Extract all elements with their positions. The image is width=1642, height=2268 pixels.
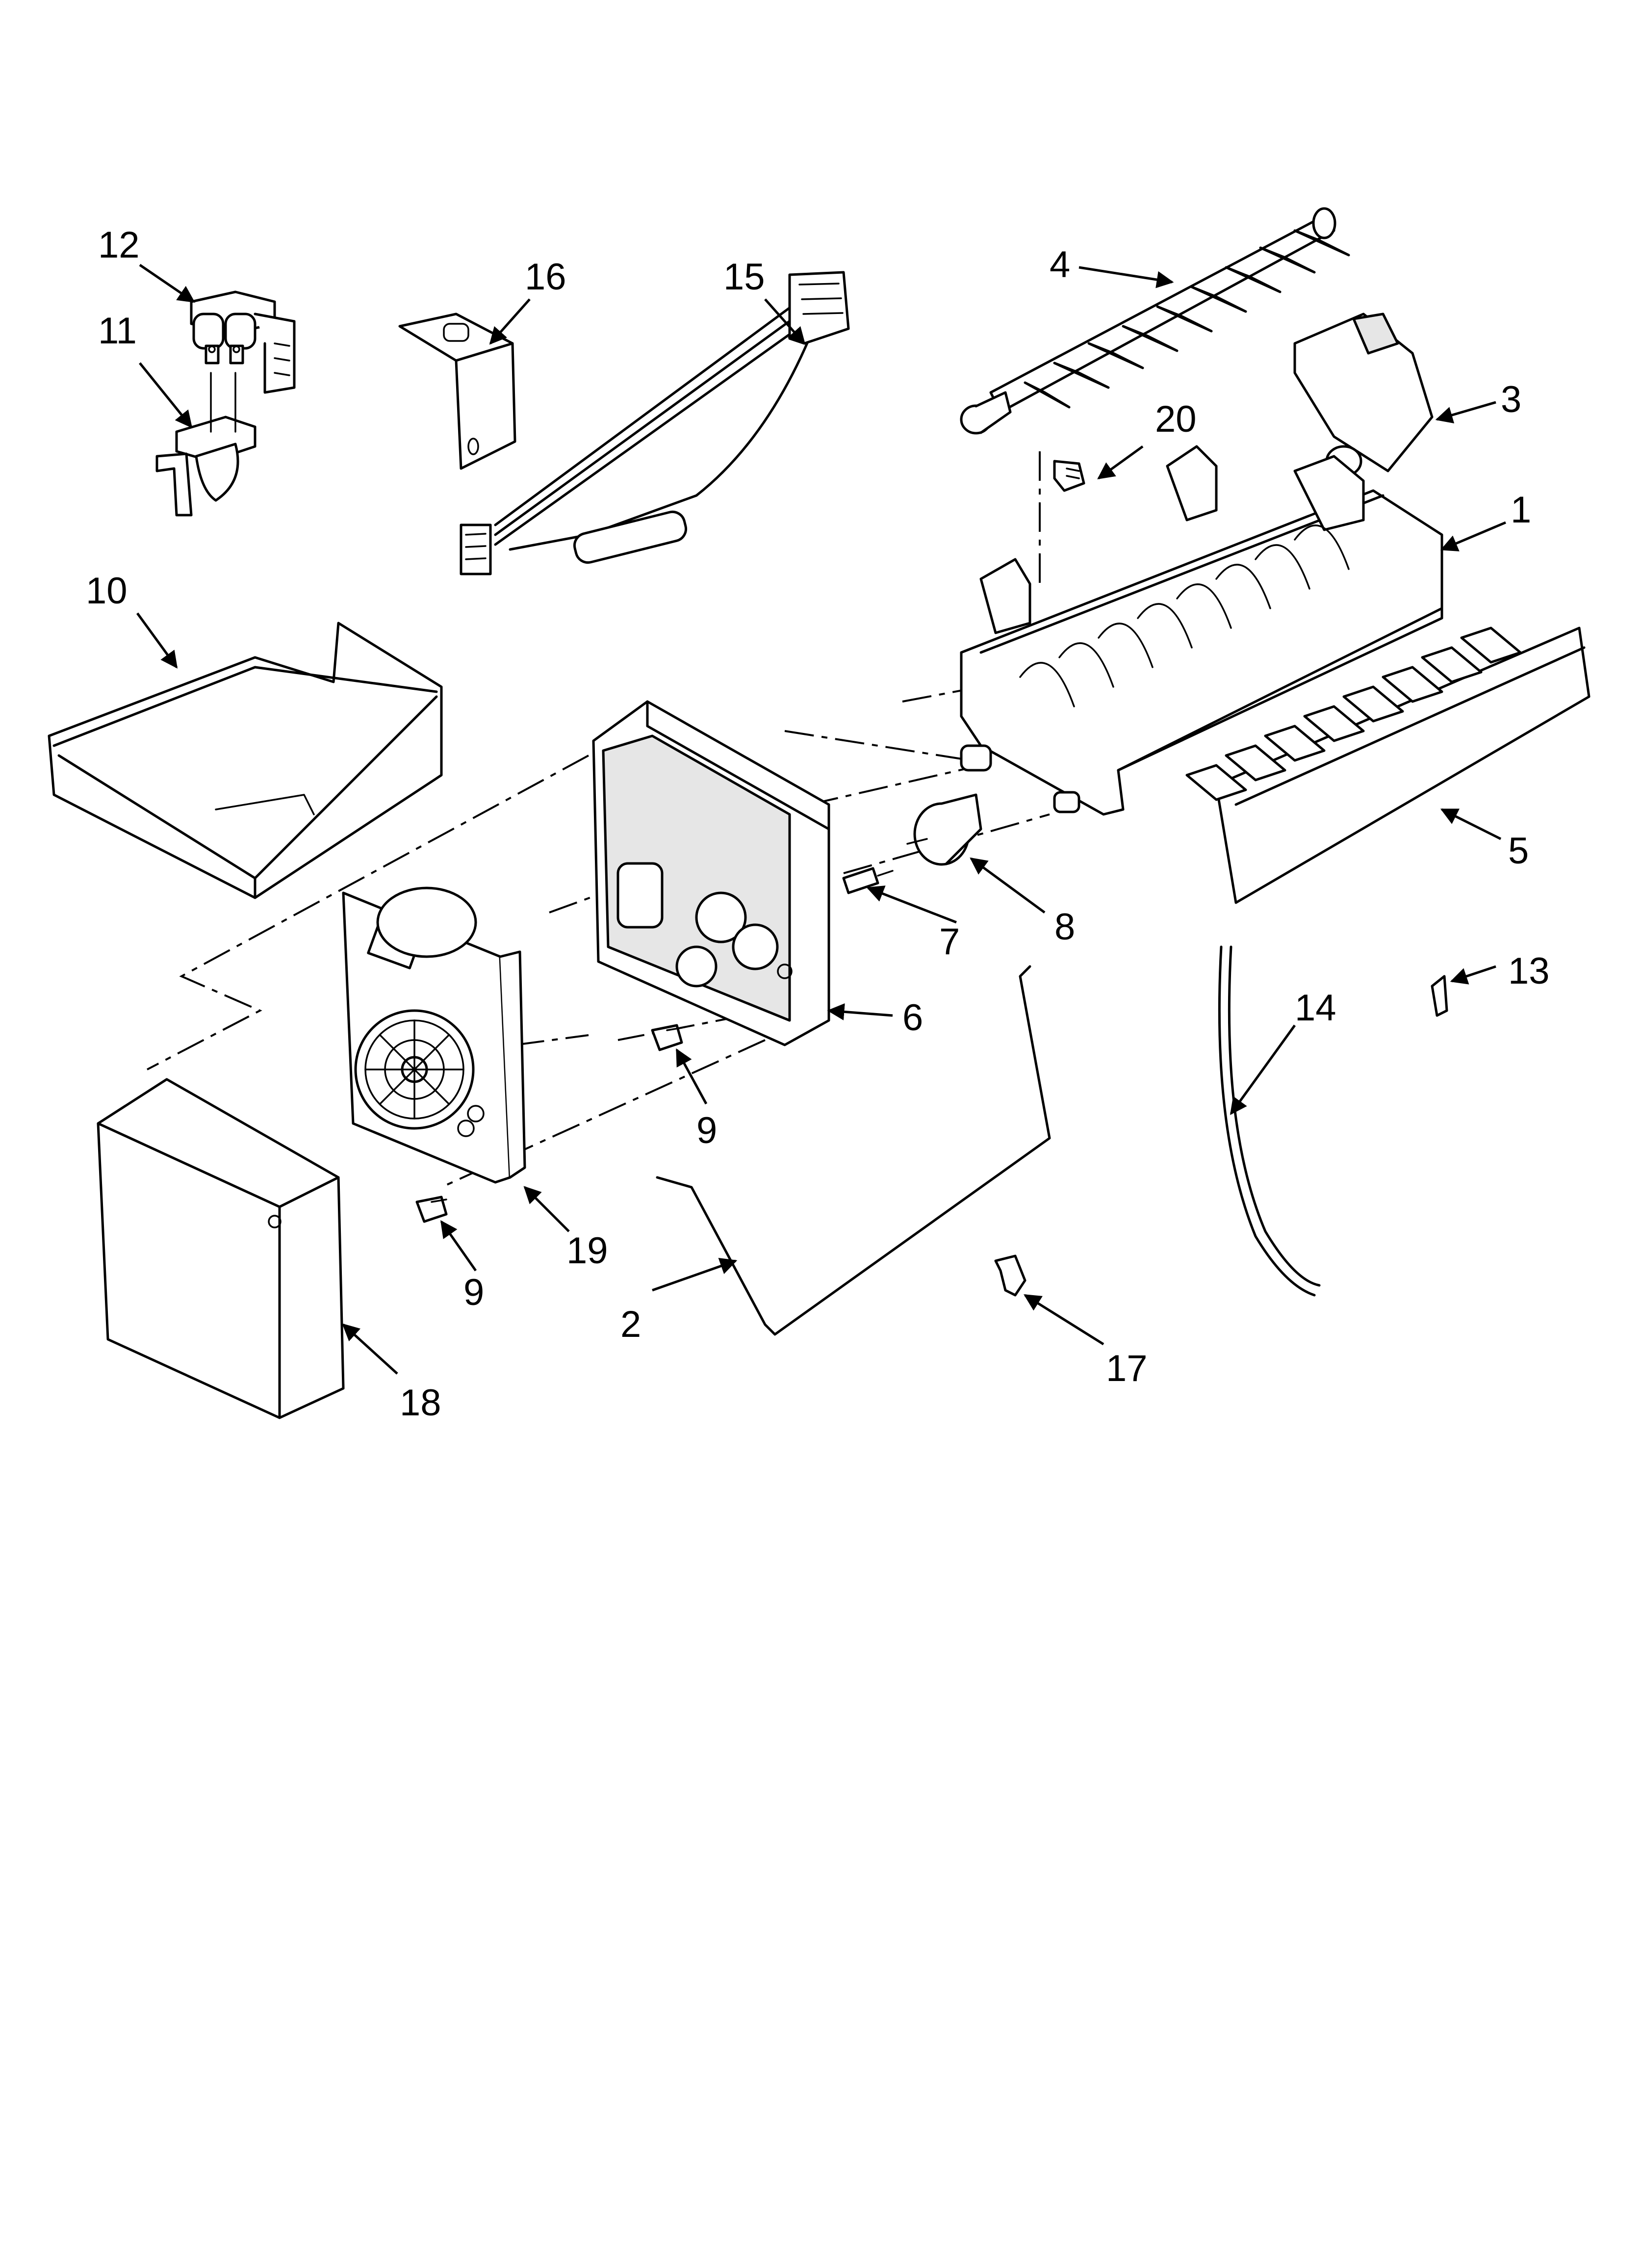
heater-part-drawing — [906, 744, 1080, 866]
part-label-2: 2 — [620, 1303, 641, 1345]
part-label-8: 8 — [1054, 906, 1075, 948]
screw-20-drawing — [1053, 460, 1085, 492]
ice-mold-drawing — [960, 445, 1443, 816]
part-label-16: 16 — [525, 256, 566, 298]
part-label-20: 20 — [1155, 398, 1197, 440]
part-label-11: 11 — [98, 310, 137, 352]
screw-9a-drawing — [651, 1024, 683, 1051]
wire-bracket-drawing — [398, 313, 516, 470]
part-label-12: 12 — [98, 224, 140, 266]
plug-drawing — [1431, 975, 1448, 1017]
part-label-3: 3 — [1501, 379, 1521, 420]
leader-arrows — [136, 263, 1506, 1375]
part-label-1: 1 — [1511, 489, 1531, 531]
wire-harness-drawing — [460, 271, 850, 575]
part-label-14: 14 — [1295, 987, 1336, 1029]
water-valve-drawing — [190, 290, 296, 394]
housing-drawing — [592, 700, 830, 1046]
valve-bracket-drawing — [155, 372, 257, 517]
part-label-9a: 9 — [696, 1110, 717, 1151]
part-label-18: 18 — [400, 1382, 441, 1424]
ejector-drawing — [960, 207, 1350, 435]
clip-drawing — [994, 1254, 1026, 1297]
part-label-7: 7 — [939, 921, 960, 963]
part-label-4: 4 — [1050, 244, 1070, 286]
front-cover-drawing — [97, 1078, 345, 1419]
fill-cup-drawing — [1293, 313, 1434, 477]
part-label-5: 5 — [1508, 830, 1529, 872]
shutoff-arm-drawing — [656, 965, 1051, 1336]
part-labels: 12 11 16 15 4 3 20 1 10 5 7 8 13 14 6 9 … — [86, 224, 1550, 1424]
ice-stripper-drawing — [1185, 626, 1591, 904]
thermostat-drawing — [842, 867, 894, 894]
control-module-drawing — [342, 886, 526, 1184]
part-label-10: 10 — [86, 570, 128, 612]
part-label-15: 15 — [723, 256, 765, 298]
screw-9b-drawing — [415, 1196, 448, 1223]
ice-bin-drawing — [48, 622, 443, 899]
part-label-6: 6 — [902, 997, 923, 1039]
part-label-9b: 9 — [463, 1272, 484, 1313]
part-label-17: 17 — [1106, 1348, 1148, 1389]
part-label-19: 19 — [566, 1230, 608, 1272]
part-label-13: 13 — [1508, 950, 1550, 992]
tube-drawing — [1218, 945, 1321, 1297]
